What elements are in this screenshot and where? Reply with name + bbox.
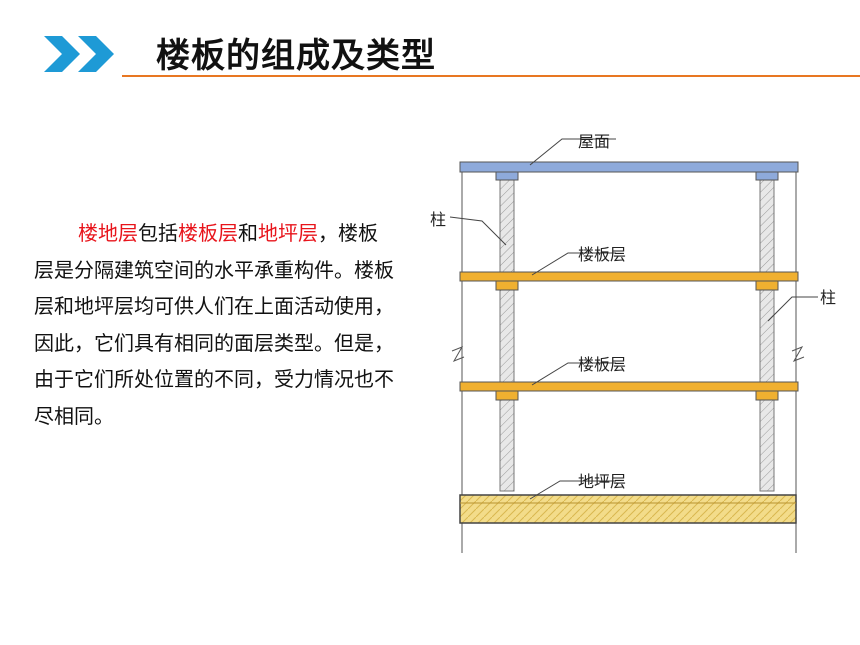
floor-beam-lower-left bbox=[495, 390, 519, 401]
column-left bbox=[499, 170, 515, 492]
roof-beam-left bbox=[495, 171, 519, 181]
break-mark-right bbox=[791, 346, 805, 362]
label-floor-lower: 楼板层 bbox=[578, 355, 626, 374]
body-paragraph: 楼地层包括楼板层和地坪层，楼板层是分隔建筑空间的水平承重构件。楼板层和地坪层均可… bbox=[34, 215, 396, 435]
leader-roof bbox=[529, 138, 616, 166]
leader-floor-lower bbox=[531, 362, 616, 386]
term-floor-ground: 楼地层 bbox=[78, 221, 138, 245]
break-mark-left bbox=[451, 346, 465, 362]
floor-beam-upper-right bbox=[755, 280, 779, 291]
floor-slab-upper bbox=[459, 271, 799, 282]
building-section-diagram: 屋面 柱 楼板层 柱 楼板层 地坪层 bbox=[430, 132, 836, 553]
label-column-right: 柱 bbox=[820, 288, 836, 307]
leader-column-right bbox=[767, 296, 818, 322]
text-segment: 和 bbox=[238, 221, 258, 245]
roof-slab bbox=[459, 161, 799, 173]
term-floor-layer: 楼板层 bbox=[178, 221, 238, 245]
title-underline bbox=[122, 75, 860, 77]
leader-floor-upper bbox=[531, 252, 616, 276]
label-floor-upper: 楼板层 bbox=[578, 245, 626, 264]
column-right bbox=[759, 170, 775, 492]
leader-column-left bbox=[449, 216, 507, 246]
roof-beam-right bbox=[755, 171, 779, 181]
page-title: 楼板的组成及类型 bbox=[156, 36, 436, 76]
floor-slab-lower bbox=[459, 381, 799, 392]
leader-ground bbox=[529, 480, 616, 500]
double-chevron-icon bbox=[44, 36, 114, 72]
text-segment: 包括 bbox=[138, 221, 178, 245]
ground-slab bbox=[459, 494, 797, 524]
floor-beam-upper-left bbox=[495, 280, 519, 291]
label-ground: 地坪层 bbox=[578, 472, 626, 491]
label-column-left: 柱 bbox=[430, 210, 446, 229]
term-ground-layer: 地坪层 bbox=[258, 221, 318, 245]
label-roof: 屋面 bbox=[578, 132, 610, 151]
floor-beam-lower-right bbox=[755, 390, 779, 401]
text-segment: ，楼板层是分隔建筑空间的水平承重构件。楼板层和地坪层均可供人们在上面活动使用，因… bbox=[34, 221, 394, 428]
